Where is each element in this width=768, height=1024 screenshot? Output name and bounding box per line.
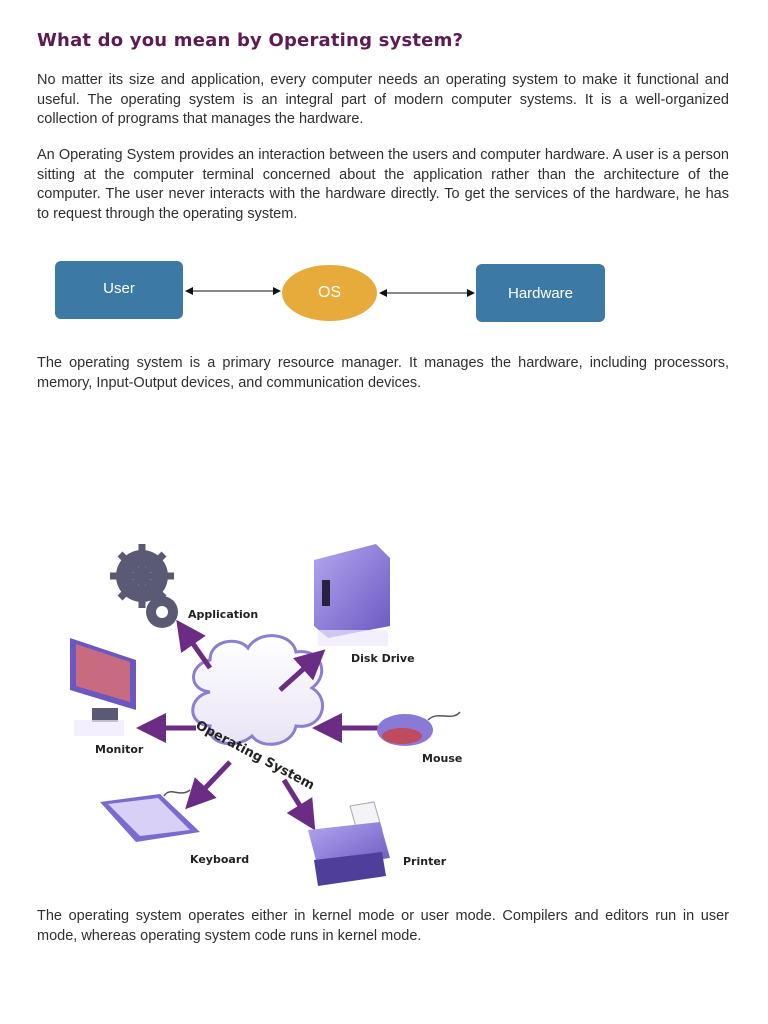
paragraph-interaction: An Operating System provides an interact… (37, 147, 729, 222)
label-disk-drive: Disk Drive (351, 652, 415, 665)
user-box: User (55, 261, 183, 319)
figure-arrows (136, 619, 378, 831)
label-keyboard: Keyboard (190, 853, 250, 866)
paragraph-modes: The operating system operates either in … (37, 908, 729, 944)
os-illustration-svg (70, 544, 461, 886)
user-label: User (103, 279, 135, 297)
cloud-icon (191, 634, 324, 746)
printer-icon (308, 801, 390, 886)
page-title: What do you mean by Operating system? (37, 30, 464, 51)
flow-arrows (185, 287, 475, 297)
disk-drive-icon (314, 544, 390, 646)
label-mouse: Mouse (422, 752, 463, 765)
paragraph-intro: No matter its size and application, ever… (37, 72, 729, 127)
user-os-hardware-diagram: User OS Hardware (0, 250, 768, 340)
hardware-label: Hardware (507, 284, 574, 302)
label-application: Application (188, 608, 259, 621)
label-monitor: Monitor (95, 743, 144, 756)
gears-icon (110, 544, 178, 628)
os-ellipse: OS (282, 265, 377, 321)
arrow-keyboard (185, 760, 232, 810)
monitor-icon (70, 638, 136, 736)
label-printer: Printer (403, 855, 447, 868)
os-label: OS (317, 284, 342, 301)
arrow-disk-drive (278, 649, 326, 692)
mouse-icon (377, 711, 461, 746)
arrow-printer (281, 778, 316, 831)
keyboard-icon (100, 789, 200, 842)
hardware-box: Hardware (476, 264, 605, 322)
paragraph-resource-manager: The operating system is a primary resour… (37, 355, 729, 391)
arrow-application (176, 619, 213, 670)
operating-system-illustration: Application Disk Drive Monitor Mouse Key… (60, 540, 480, 890)
